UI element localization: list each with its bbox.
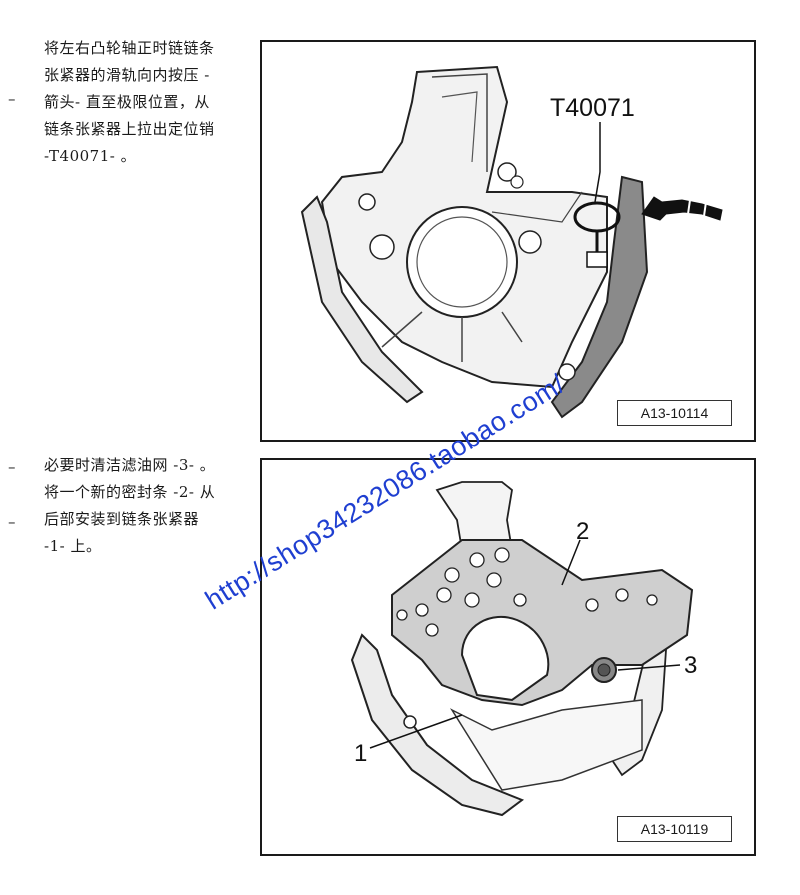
figure-tensioner-pin: T40071 A13-10114 — [260, 40, 756, 442]
step2-line: 必要时清洁滤油网 -3- 。 — [44, 456, 216, 474]
step3-line: 后部安装到链条张紧器 — [44, 510, 200, 528]
step2-text: 必要时清洁滤油网 -3- 。 — [44, 452, 215, 479]
callout-oil-filter: 3 — [684, 652, 698, 679]
step1-line: 将左右凸轮轴正时链链条 — [44, 39, 215, 57]
callout-gasket: 2 — [576, 518, 590, 545]
step1-line: 张紧器的滑轨向内按压 - — [44, 66, 210, 84]
tensioner-illustration-1 — [300, 65, 723, 419]
step1-line: 链条张紧器上拉出定位销 — [44, 120, 215, 138]
figure-ref-label: A13-10114 — [617, 400, 732, 426]
step1-text: 将左右凸轮轴正时链链条 张紧器的滑轨向内按压 - 箭头- 直至极限位置，从 链条… — [44, 35, 215, 170]
step3-line: 将一个新的密封条 -2- 从 — [44, 483, 216, 501]
step1-dash: – — [8, 90, 16, 108]
tensioner-illustration-2 — [350, 481, 694, 817]
callout-tensioner: 1 — [354, 740, 368, 767]
step2-dash: – — [8, 458, 16, 476]
step3-dash: – — [8, 513, 16, 531]
step1-line: 箭头- 直至极限位置，从 — [44, 93, 210, 111]
tool-label: T40071 — [550, 94, 635, 122]
step1-line: -T40071- 。 — [44, 147, 137, 165]
figure-seal-install: 2 3 1 A13-10119 — [260, 458, 756, 856]
figure-ref-label: A13-10119 — [617, 816, 732, 842]
step3-line: -1- 上。 — [44, 537, 102, 555]
step3-text: 将一个新的密封条 -2- 从 后部安装到链条张紧器 -1- 上。 — [44, 479, 215, 560]
